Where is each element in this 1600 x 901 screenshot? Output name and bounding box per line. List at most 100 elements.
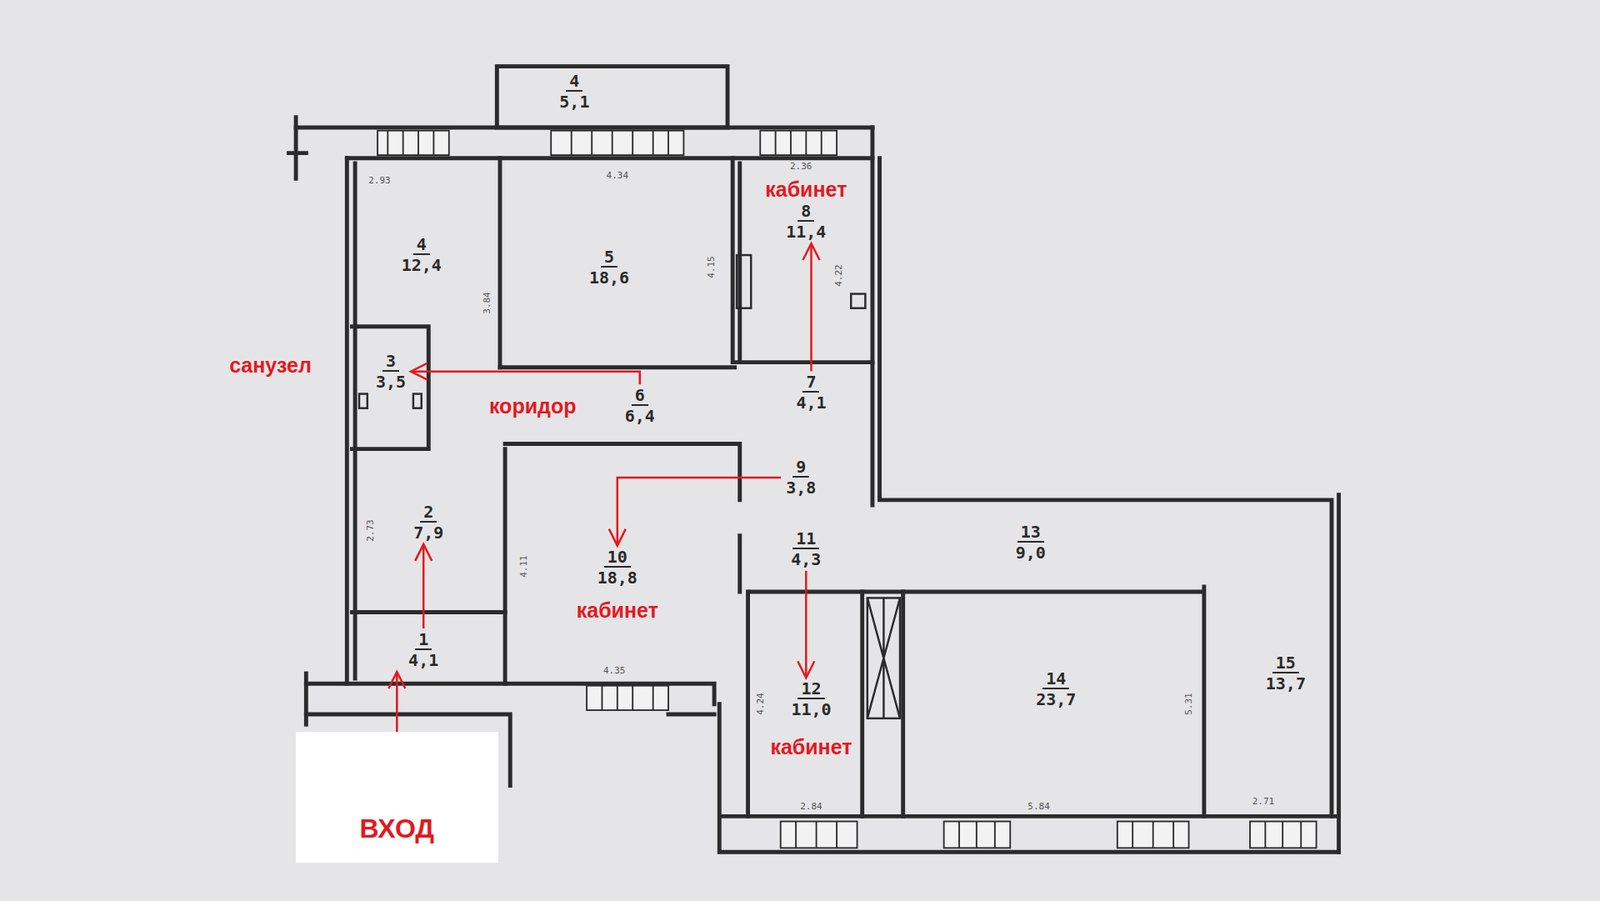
arrow-connector [805,570,808,679]
arrow-connector [395,671,399,732]
vent-shaft [867,597,900,718]
vent-shaft [850,294,865,309]
room-label: 518,6 [584,245,635,290]
wall [351,610,505,615]
dimension-label: 4.34 [605,170,630,181]
dimension-label: 2.73 [365,518,376,543]
vent-shaft [359,255,900,719]
room-label: 14,1 [403,628,444,672]
wall [304,673,309,725]
room-number: 9 [792,457,810,478]
room-number: 15 [1272,653,1300,674]
wall [289,117,307,179]
room-number: 4 [565,71,583,92]
vent-shaft [359,394,368,409]
wall [872,127,1332,816]
room-label: 93,8 [780,455,821,500]
dimension-label: 4.15 [705,255,717,280]
dimension-label: 3.84 [481,290,493,315]
vent-shaft [736,255,751,309]
entrance-label: ВХОД [359,812,435,845]
room-note: кабинет [765,176,847,202]
entrance-box: ВХОД [295,731,498,863]
wall [500,158,740,368]
room-number: 6 [631,385,649,406]
room-area: 13,7 [1265,673,1306,694]
wall [346,158,355,684]
dimension-label: 2.36 [789,160,814,172]
room-area: 4,1 [795,392,826,413]
dimension-label: 4.35 [602,665,627,676]
room-number: 1 [415,630,432,650]
room-number: 2 [420,502,437,523]
room-note: санузел [229,352,312,378]
room-number: 11 [792,529,820,550]
dimension-label: 5.84 [1026,800,1051,812]
vent-shaft [413,394,422,409]
window [387,130,1301,849]
room-note: коридор [489,393,577,419]
wall [1336,495,1341,852]
room-label: 1513,7 [1260,651,1311,695]
room-label: 27,9 [408,500,449,545]
room-area: 18,6 [589,267,630,288]
window [780,821,858,849]
arrow-connector [617,477,781,546]
room-area: 5,1 [559,91,590,112]
wall [351,326,429,450]
room-area: 7,9 [413,522,444,543]
room-label: кабинет811,4 [760,175,852,244]
room-area: 4,1 [408,650,439,670]
dimension-label: 4.22 [833,263,845,288]
wall [496,66,728,128]
room-label: 139,0 [1010,520,1051,565]
wall [719,704,1339,853]
room-label: 1423,7 [1030,667,1081,711]
arrow-connector [422,544,425,629]
room-label: 33,5 [370,350,411,394]
room-area: 6,4 [625,405,655,426]
room-area: 12,4 [401,255,442,275]
room-note: кабинет [770,734,852,760]
room-number: 14 [1042,669,1070,690]
room-number: 13 [1017,522,1045,543]
room-label: 412,4 [396,233,447,277]
room-number: 7 [802,372,820,393]
room-area: 11,0 [790,699,831,720]
room-number: 3 [382,351,400,372]
wall [503,449,508,685]
room-label: 1211,0 кабинет [765,677,857,761]
room-number: 5 [600,247,618,268]
window [586,685,669,710]
room-area: 18,8 [597,567,638,588]
room-number: 12 [797,679,825,700]
dimension-label: 4.11 [518,554,530,579]
vent-shaft [867,597,900,718]
room-label: 66,4 [620,384,660,428]
room-number: 4 [413,235,430,255]
dimension-label: 4.24 [755,692,766,717]
room-label: 114,3 [785,527,826,571]
wall [295,125,873,130]
room-area: 3,8 [785,477,816,498]
wall [748,591,904,816]
room-label: 45,1 [554,70,595,114]
room-area: 11,4 [785,221,826,242]
wall [346,155,873,160]
room-label: 74,1 [790,370,831,415]
dimension-label: 5.31 [1183,692,1195,717]
room-number: 8 [797,201,815,222]
window [760,130,837,155]
wall [500,362,873,368]
dimension-label: 2.93 [367,175,392,186]
arrow-connector [410,371,640,385]
dimension-label: 2.71 [1251,795,1276,807]
room-area: 3,5 [375,371,406,392]
room-note: кабинет [576,597,659,623]
room-area: 23,7 [1035,689,1076,710]
room-area: 4,3 [790,549,821,570]
wall [750,586,1205,816]
